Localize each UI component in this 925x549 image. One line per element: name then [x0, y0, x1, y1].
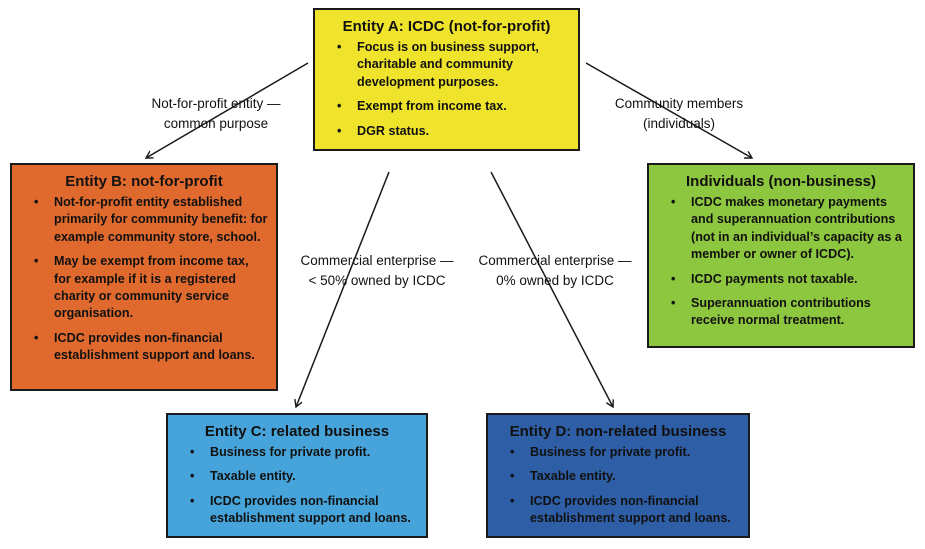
bullet-item: Exempt from income tax.: [335, 98, 570, 116]
entity-c-bullets: Business for private profit. Taxable ent…: [176, 444, 418, 528]
entity-c-box: Entity C: related business Business for …: [166, 413, 428, 538]
bullet-item: ICDC provides non-financial establishmen…: [188, 493, 418, 528]
bullet-item: ICDC provides non-financial establishmen…: [32, 330, 268, 365]
entity-b-title: Entity B: not-for-profit: [65, 173, 223, 190]
bullet-item: May be exempt from income tax, for examp…: [32, 253, 268, 323]
edge-label-commercial-0-percent: Commercial enterprise — 0% owned by ICDC: [478, 253, 632, 288]
bullet-item: Business for private profit.: [188, 444, 418, 462]
entity-a-bullets: Focus is on business support, charitable…: [323, 39, 570, 140]
entity-d-bullets: Business for private profit. Taxable ent…: [496, 444, 740, 528]
individuals-box: Individuals (non-business) ICDC makes mo…: [647, 163, 915, 348]
bullet-item: ICDC makes monetary payments and superan…: [669, 194, 905, 264]
bullet-item: Taxable entity.: [508, 468, 740, 486]
entity-b-box: Entity B: not-for-profit Not-for-profit …: [10, 163, 278, 391]
entity-b-bullets: Not-for-profit entity established primar…: [20, 194, 268, 364]
bullet-item: Taxable entity.: [188, 468, 418, 486]
bullet-item: ICDC payments not taxable.: [669, 271, 905, 289]
entity-d-title: Entity D: non-related business: [509, 423, 727, 440]
edge-label-community-members: Community members (individuals): [614, 96, 744, 131]
edge-label-not-for-profit: Not-for-profit entity — common purpose: [151, 96, 281, 131]
bullet-item: Superannuation contributions receive nor…: [669, 295, 905, 330]
entity-a-box: Entity A: ICDC (not-for-profit) Focus is…: [313, 8, 580, 151]
bullet-item: Not-for-profit entity established primar…: [32, 194, 268, 246]
entity-d-box: Entity D: non-related business Business …: [486, 413, 750, 538]
edge-label-commercial-under-50: Commercial enterprise — < 50% owned by I…: [300, 253, 454, 288]
entity-a-title: Entity A: ICDC (not-for-profit): [342, 18, 551, 35]
bullet-item: Focus is on business support, charitable…: [335, 39, 570, 91]
individuals-bullets: ICDC makes monetary payments and superan…: [657, 194, 905, 330]
bullet-item: DGR status.: [335, 123, 570, 141]
bullet-item: Business for private profit.: [508, 444, 740, 462]
individuals-title: Individuals (non-business): [685, 173, 876, 190]
bullet-item: ICDC provides non-financial establishmen…: [508, 493, 740, 528]
entity-c-title: Entity C: related business: [204, 423, 390, 440]
